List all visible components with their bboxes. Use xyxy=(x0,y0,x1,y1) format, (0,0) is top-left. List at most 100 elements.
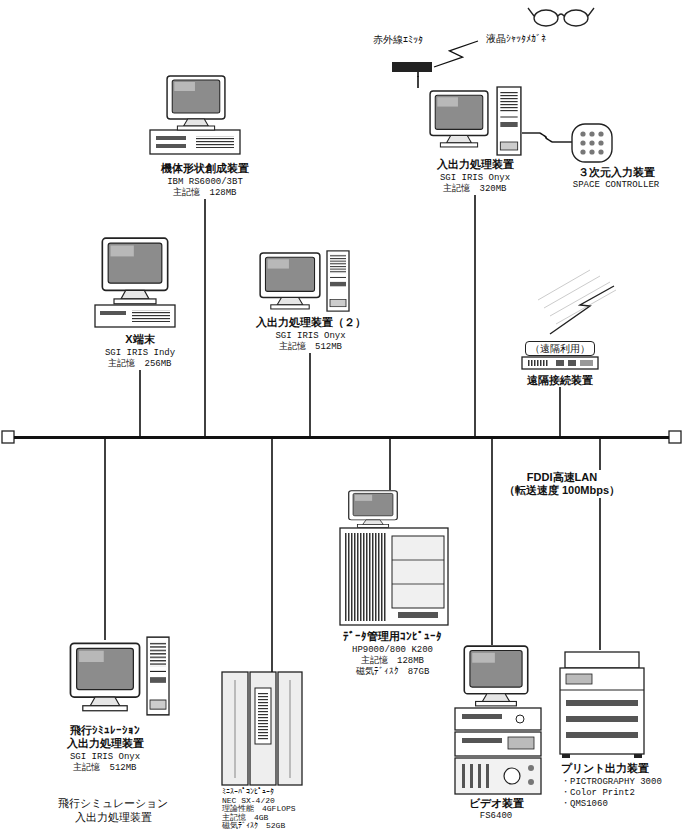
device-node: ３次元入力装置SPACE CONTROLLER xyxy=(552,118,680,191)
deck-button xyxy=(528,765,534,771)
device-node: 入出力処理装置（２）SGI IRIS Onyx主記憶 512MB xyxy=(248,250,373,353)
device-name: ﾐﾆｽｰﾊﾟｺﾝﾋﾟｭｰﾀ xyxy=(222,788,330,797)
paper-tray xyxy=(566,732,638,738)
network-drop xyxy=(491,439,493,645)
server-cabinet xyxy=(340,528,448,625)
printer-line xyxy=(560,690,644,691)
device-name: ﾃﾞｰﾀ管理用ｺﾝﾋﾟｭｰﾀ xyxy=(335,630,450,643)
device-name: 液晶ｼｬｯﾀﾒｶﾞﾈ xyxy=(486,32,596,45)
device-spec: NEC SX-4/20 xyxy=(222,797,330,806)
device-node: 飛行ｼﾐｭﾚｰｼｮﾝ 入出力処理装置SGI IRIS Onyx主記憶 512MB xyxy=(45,640,165,774)
monitor-icon xyxy=(349,491,398,528)
device-spec: SGI IRIS Onyx xyxy=(248,331,373,342)
printer-body xyxy=(560,668,644,754)
device-spec: 主記憶 128MB xyxy=(150,188,260,199)
panel-line xyxy=(392,560,444,561)
drive-slot xyxy=(156,144,186,148)
controller-key xyxy=(598,149,603,154)
device-node: 赤外線ｴﾐｯﾀ xyxy=(362,33,434,76)
remote-device-icon xyxy=(522,357,598,369)
rack-cabinet xyxy=(278,672,302,785)
workstation-desktop xyxy=(150,76,240,154)
device-name: 飛行ｼﾐｭﾚｰｼｮﾝ 入出力処理装置 xyxy=(45,724,165,750)
monitor-icon xyxy=(260,253,320,309)
tape-slot xyxy=(462,738,502,743)
controller-key xyxy=(589,131,594,136)
infrared-link xyxy=(434,41,478,67)
cabinet-panel xyxy=(392,536,444,608)
device-node: プリント出力装置・PICTROGRAPHY 3000・Color Print2・… xyxy=(555,650,679,810)
deck-unit xyxy=(455,708,541,730)
device-name: 入出力処理装置（２） xyxy=(248,316,373,329)
device-spec: 磁気ﾃﾞｨｽｸ 87GB xyxy=(335,667,450,678)
bus-terminator xyxy=(669,431,681,443)
printer-foot xyxy=(562,754,570,758)
device-spec: ・PICTROGRAPHY 3000 xyxy=(561,777,679,788)
monitor-icon xyxy=(70,643,139,711)
network-drop xyxy=(417,76,419,88)
controller-body xyxy=(572,124,612,162)
printer-panel xyxy=(566,674,592,684)
device-spec: 主記憶 4GB xyxy=(222,814,330,823)
device-node: （遠隔利用）遠隔接続装置 xyxy=(505,338,615,387)
bus-terminator xyxy=(2,431,14,443)
monitor-icon xyxy=(167,76,225,130)
tape-slot xyxy=(462,714,502,719)
glasses-lens xyxy=(534,10,558,26)
network-drop xyxy=(474,195,476,436)
glasses-bridge xyxy=(558,14,564,16)
network-drop xyxy=(204,199,206,436)
controller-key xyxy=(580,140,585,145)
glasses-arm xyxy=(528,8,594,16)
device-name: プリント出力装置 xyxy=(561,762,679,775)
device-name: 機体形状創成装置 xyxy=(150,162,260,175)
remote-link-symbol xyxy=(538,270,616,334)
tower-icon xyxy=(327,251,349,311)
device-spec: 遠隔接続装置 xyxy=(505,374,615,387)
paper-tray xyxy=(566,716,638,722)
device-node: ﾐﾆｽｰﾊﾟｺﾝﾋﾟｭｰﾀNEC SX-4/20理論性能 4GFLOPS主記憶 … xyxy=(218,672,330,831)
controller-key xyxy=(598,131,603,136)
device-name: X端末 xyxy=(85,333,195,346)
lightning-symbol xyxy=(550,286,614,334)
controller-key xyxy=(598,140,603,145)
rack-line xyxy=(290,680,291,778)
device-spec: 理論性能 4GFLOPS xyxy=(222,805,330,814)
jog-dial xyxy=(504,768,520,784)
caption-label: 飛行シミュレーション 入出力処理装置 xyxy=(38,796,188,824)
monitor-icon xyxy=(430,91,488,147)
device-case xyxy=(522,357,598,369)
device-node: 液晶ｼｬｯﾀﾒｶﾞﾈ xyxy=(478,2,596,45)
network-drop xyxy=(309,353,311,436)
device-node: ビデオ装置FS6400 xyxy=(450,645,542,822)
space-controller-icon xyxy=(552,124,612,162)
desktop-unit xyxy=(150,130,240,154)
device-spec: 主記憶 320MB xyxy=(410,184,540,195)
tower-icon xyxy=(147,637,169,715)
control-panel xyxy=(455,758,541,794)
controller-key xyxy=(580,149,585,154)
lan-bus: FDDI高速LAN （転送速度 100Mbps） xyxy=(14,436,669,439)
monitor-icon xyxy=(464,646,527,706)
device-spec: SGI IRIS Onyx xyxy=(45,752,165,763)
device-button xyxy=(568,360,576,366)
cabinet-grille xyxy=(344,533,386,621)
device-cable xyxy=(540,133,552,142)
glasses-icon xyxy=(528,8,594,26)
device-spec: 磁気ﾃﾞｨｽｸ 52GB xyxy=(222,822,330,831)
device-spec: HP9000/800 K200 xyxy=(335,645,450,656)
emitter-icon xyxy=(392,62,432,72)
monitor-icon xyxy=(102,238,167,304)
drive-slot xyxy=(100,311,126,315)
printer-foot xyxy=(634,754,642,758)
device-node: ﾃﾞｰﾀ管理用ｺﾝﾋﾟｭｰﾀHP9000/800 K200主記憶 128MB磁気… xyxy=(335,490,450,678)
slider xyxy=(486,764,489,788)
device-button xyxy=(556,360,564,366)
slider xyxy=(470,764,473,788)
network-drop xyxy=(559,387,561,436)
device-spec: SGI IRIS Indy xyxy=(85,348,195,359)
slider xyxy=(478,764,481,788)
device-node: X端末SGI IRIS Indy主記憶 256MB xyxy=(85,237,195,370)
printer-lid xyxy=(565,652,639,668)
